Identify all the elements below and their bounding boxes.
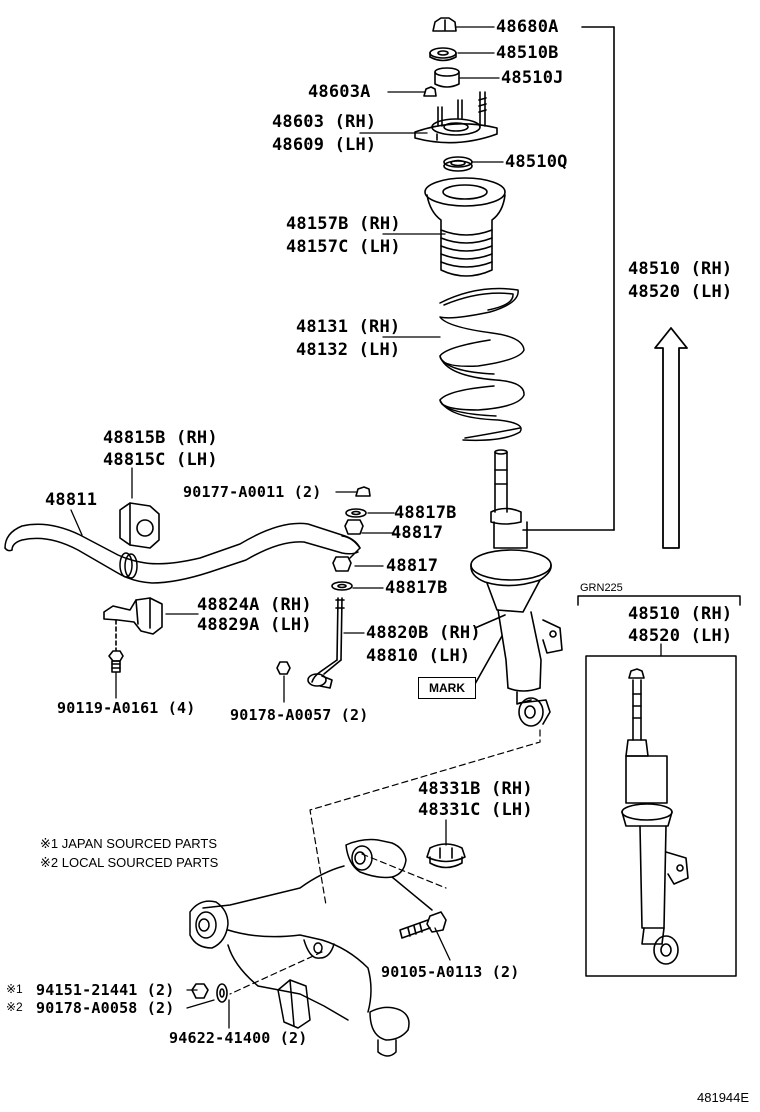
bushing-48815 bbox=[119, 502, 160, 549]
note-japan-sourced: ※1 JAPAN SOURCED PARTS bbox=[40, 836, 218, 851]
bracket-48824 bbox=[103, 597, 163, 651]
nut-48603A bbox=[423, 86, 437, 97]
washer-48510B bbox=[429, 47, 457, 62]
part-label-48817B-upper[interactable]: 48817B bbox=[394, 503, 457, 523]
part-label-48817-upper[interactable]: 48817 bbox=[391, 523, 444, 543]
part-label-48811[interactable]: 48811 bbox=[45, 490, 98, 510]
nut-90177 bbox=[355, 486, 371, 497]
part-label-48603-rh[interactable]: 48603 (RH) bbox=[272, 112, 377, 132]
nut-90178-a bbox=[276, 661, 291, 675]
part-label-48520-lh[interactable]: 48520 (LH) bbox=[628, 282, 733, 302]
part-label-90177-A0011[interactable]: 90177-A0011 (2) bbox=[183, 483, 322, 501]
nut-94151 bbox=[191, 983, 209, 999]
lower-arm bbox=[189, 838, 433, 1057]
part-label-48331B-rh[interactable]: 48331B (RH) bbox=[418, 779, 533, 799]
stabilizer-bar-48811 bbox=[4, 522, 361, 584]
bearing-48510Q bbox=[443, 156, 473, 172]
bolt-90119 bbox=[108, 650, 124, 673]
coil-spring-48131 bbox=[439, 287, 525, 442]
marker-japan-94151: ※1 bbox=[6, 982, 23, 996]
part-label-48680A[interactable]: 48680A bbox=[496, 17, 559, 37]
assembly-bracket bbox=[522, 26, 615, 531]
part-label-48157C-lh[interactable]: 48157C (LH) bbox=[286, 237, 401, 257]
part-label-48609-lh[interactable]: 48609 (LH) bbox=[272, 135, 377, 155]
part-label-48510B[interactable]: 48510B bbox=[496, 43, 559, 63]
part-label-90178-A0057[interactable]: 90178-A0057 (2) bbox=[230, 706, 369, 724]
part-label-48815B-rh[interactable]: 48815B (RH) bbox=[103, 428, 218, 448]
part-label-48510J[interactable]: 48510J bbox=[501, 68, 564, 88]
mark-label: MARK bbox=[418, 677, 476, 699]
part-label-90178-A0058[interactable]: 90178-A0058 (2) bbox=[36, 999, 175, 1017]
variant-code: GRN225 bbox=[580, 582, 623, 594]
part-label-48331C-lh[interactable]: 48331C (LH) bbox=[418, 800, 533, 820]
diagram-code: 481944E bbox=[697, 1090, 750, 1105]
part-label-94622-41400[interactable]: 94622-41400 (2) bbox=[169, 1029, 308, 1047]
cushion-48817B-upper bbox=[345, 508, 367, 518]
part-label-48817B-lower[interactable]: 48817B bbox=[385, 578, 448, 598]
part-label-48829A-lh[interactable]: 48829A (LH) bbox=[197, 615, 312, 635]
part-label-48815C-lh[interactable]: 48815C (LH) bbox=[103, 450, 218, 470]
note-local-sourced: ※2 LOCAL SOURCED PARTS bbox=[40, 855, 219, 870]
part-label-48820B-rh[interactable]: 48820B (RH) bbox=[366, 623, 481, 643]
part-label-48824A-rh[interactable]: 48824A (RH) bbox=[197, 595, 312, 615]
leader-lines bbox=[70, 26, 662, 1029]
bolt-90105 bbox=[399, 911, 447, 939]
washer-94622 bbox=[216, 983, 228, 1003]
dashed-guides bbox=[229, 729, 541, 995]
cushion-48817B-lower bbox=[331, 581, 353, 591]
inset-frame bbox=[577, 595, 741, 977]
part-label-48131-rh[interactable]: 48131 (RH) bbox=[296, 317, 401, 337]
link-48820 bbox=[307, 597, 345, 689]
part-label-48603A[interactable]: 48603A bbox=[308, 82, 371, 102]
support-48603 bbox=[414, 91, 498, 144]
part-label-48157B-rh[interactable]: 48157B (RH) bbox=[286, 214, 401, 234]
nut-48680A bbox=[432, 17, 457, 32]
part-label-48810-lh[interactable]: 48810 (LH) bbox=[366, 646, 471, 666]
up-arrow-icon bbox=[654, 327, 688, 549]
dust-boot-48157 bbox=[424, 177, 506, 277]
inset-label-48510-rh[interactable]: 48510 (RH) bbox=[628, 604, 733, 624]
cushion-48817-upper bbox=[344, 519, 364, 535]
inset-strut bbox=[621, 668, 689, 965]
part-label-48510-rh[interactable]: 48510 (RH) bbox=[628, 259, 733, 279]
marker-local-90178: ※2 bbox=[6, 1000, 23, 1014]
cushion-48817-lower bbox=[332, 556, 352, 572]
part-label-94151-21441[interactable]: 94151-21441 (2) bbox=[36, 981, 175, 999]
strut-48510 bbox=[470, 449, 563, 727]
inset-label-48520-lh[interactable]: 48520 (LH) bbox=[628, 626, 733, 646]
part-label-90119-A0161[interactable]: 90119-A0161 (4) bbox=[57, 699, 196, 717]
part-label-90105-A0113[interactable]: 90105-A0113 (2) bbox=[381, 963, 520, 981]
part-label-48510Q[interactable]: 48510Q bbox=[505, 152, 568, 172]
bushing-48331 bbox=[426, 843, 466, 869]
part-label-48132-lh[interactable]: 48132 (LH) bbox=[296, 340, 401, 360]
bushing-48510J bbox=[434, 67, 460, 88]
part-label-48817-lower[interactable]: 48817 bbox=[386, 556, 439, 576]
